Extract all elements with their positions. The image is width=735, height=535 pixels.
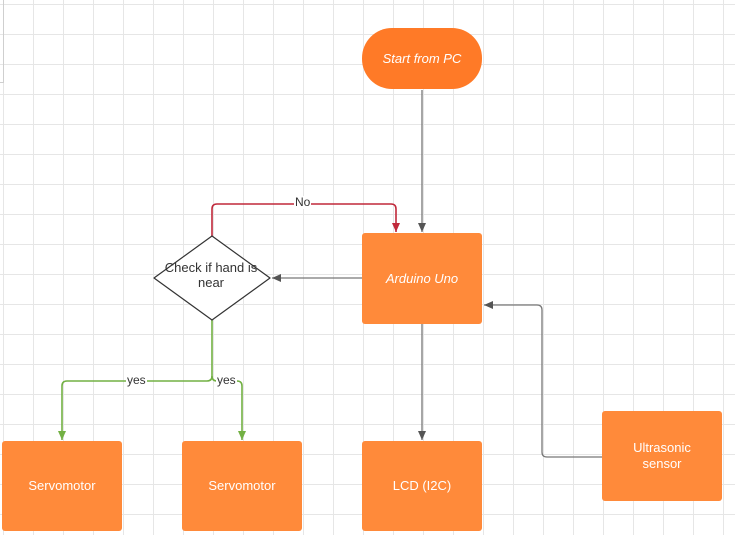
servomotor-right-node: Servomotor [182, 441, 302, 531]
connector-ultrasonic-to-arduino [484, 301, 602, 458]
ultrasonic-node-label: Ultrasonic sensor [633, 440, 691, 471]
edge-label-no: No [294, 195, 312, 209]
start-node: Start from PC [362, 28, 482, 89]
start-node-label: Start from PC [382, 50, 462, 66]
servomotor-right-label: Servomotor [208, 478, 276, 493]
decision-diamond-shape [153, 235, 271, 321]
edge-label-yes-right: yes [216, 373, 237, 387]
ultrasonic-node: Ultrasonic sensor [602, 411, 722, 501]
connector-yes-right [211, 375, 246, 440]
edge-label-yes-left: yes [126, 373, 147, 387]
arduino-node-label: Arduino Uno [385, 270, 459, 286]
arduino-node: Arduino Uno [362, 233, 482, 324]
canvas-corner-mark [0, 0, 4, 83]
servomotor-left-node: Servomotor [2, 441, 122, 531]
lcd-node: LCD (I2C) [362, 441, 482, 531]
decision-label: Check if hand is near [164, 260, 258, 290]
servomotor-left-label: Servomotor [28, 478, 96, 493]
lcd-node-label: LCD (I2C) [392, 478, 452, 493]
